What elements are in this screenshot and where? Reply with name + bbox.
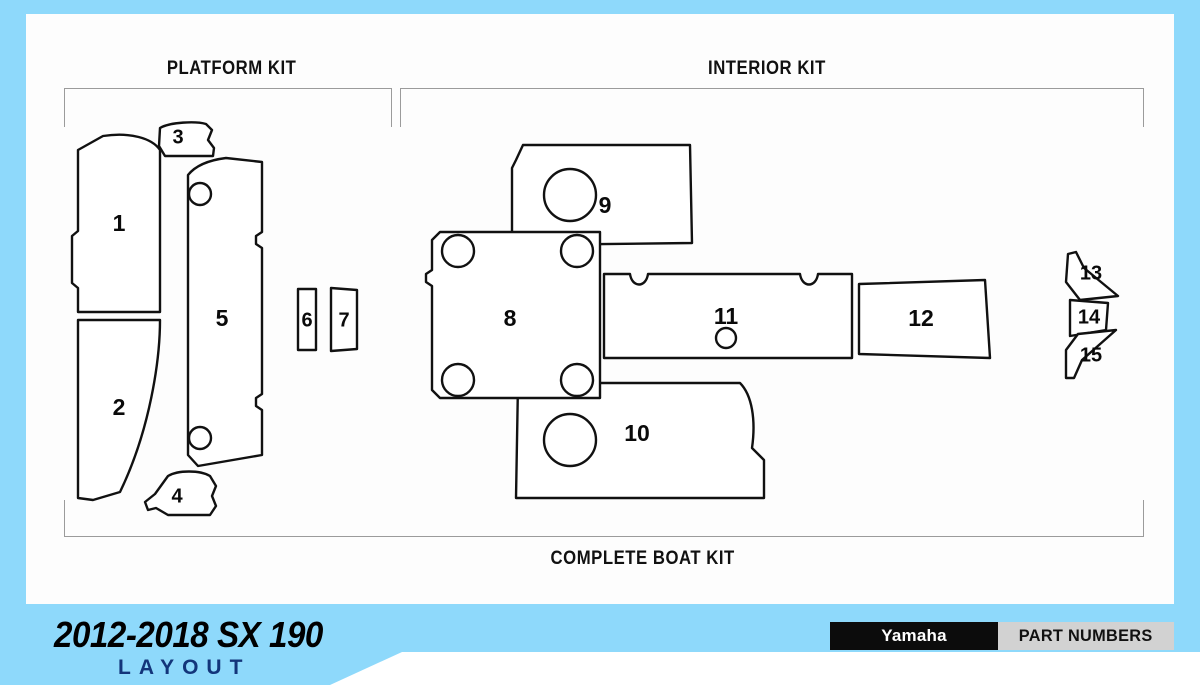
part-shape-14: 14 (1068, 298, 1110, 338)
part-number-10: 10 (624, 420, 650, 446)
part-shape-13: 13 (1064, 250, 1120, 302)
part-number-13: 13 (1080, 262, 1102, 284)
part-number-3: 3 (172, 126, 183, 148)
part-number-11: 11 (714, 303, 739, 329)
part-9-hole (542, 167, 598, 223)
document-subtitle: LAYOUT (118, 656, 251, 679)
part-5-hole-top (187, 181, 213, 207)
part-shape-4: 4 (143, 470, 218, 517)
part-shape-6: 6 (296, 287, 318, 352)
part-number-8: 8 (504, 305, 517, 331)
part-shape-11: 11 (602, 272, 854, 360)
part-number-6: 6 (301, 309, 312, 331)
brand-badge: Yamaha (830, 622, 998, 650)
part-shape-7: 7 (329, 286, 359, 353)
part-number-5: 5 (216, 305, 229, 331)
document-title: 2012-2018 SX 190 (54, 614, 323, 655)
part-11-hole (714, 326, 738, 350)
part-shape-5: 5 (186, 156, 264, 468)
part-numbers-label: PART NUMBERS (1019, 626, 1153, 645)
bracket-platform-kit (64, 88, 392, 127)
part-shape-12: 12 (857, 278, 992, 360)
bracket-interior-kit (400, 88, 1144, 127)
part-number-4: 4 (171, 485, 183, 507)
part-number-7: 7 (338, 309, 349, 331)
bracket-complete-boat-kit (64, 500, 1144, 537)
part-numbers-badge: PART NUMBERS (998, 622, 1174, 650)
label-interior-kit: INTERIOR KIT (708, 58, 826, 79)
part-8-hole-top-right (559, 233, 595, 269)
part-number-2: 2 (113, 394, 126, 420)
brand-name: Yamaha (881, 626, 947, 645)
part-8-hole-bottom-right (559, 362, 595, 398)
part-shape-15: 15 (1064, 328, 1118, 380)
label-complete-boat-kit: COMPLETE BOAT KIT (550, 548, 735, 569)
part-number-1: 1 (113, 210, 126, 236)
part-8-hole-top-left (440, 233, 476, 269)
part-shape-9: 9 (510, 143, 694, 247)
part-shape-10: 10 (514, 381, 766, 500)
part-shape-8: 8 (424, 230, 602, 400)
footer-white-strip (538, 652, 1200, 685)
part-8-hole-bottom-left (440, 362, 476, 398)
part-number-9: 9 (599, 192, 612, 218)
part-shape-3: 3 (157, 121, 216, 158)
part-shape-1: 1 (70, 133, 162, 314)
part-number-12: 12 (908, 305, 934, 331)
part-5-hole-bottom (187, 425, 213, 451)
part-10-hole (542, 412, 598, 468)
part-number-15: 15 (1080, 344, 1102, 366)
part-shape-2: 2 (76, 318, 162, 502)
label-platform-kit: PLATFORM KIT (166, 58, 297, 79)
part-number-14: 14 (1078, 306, 1101, 328)
